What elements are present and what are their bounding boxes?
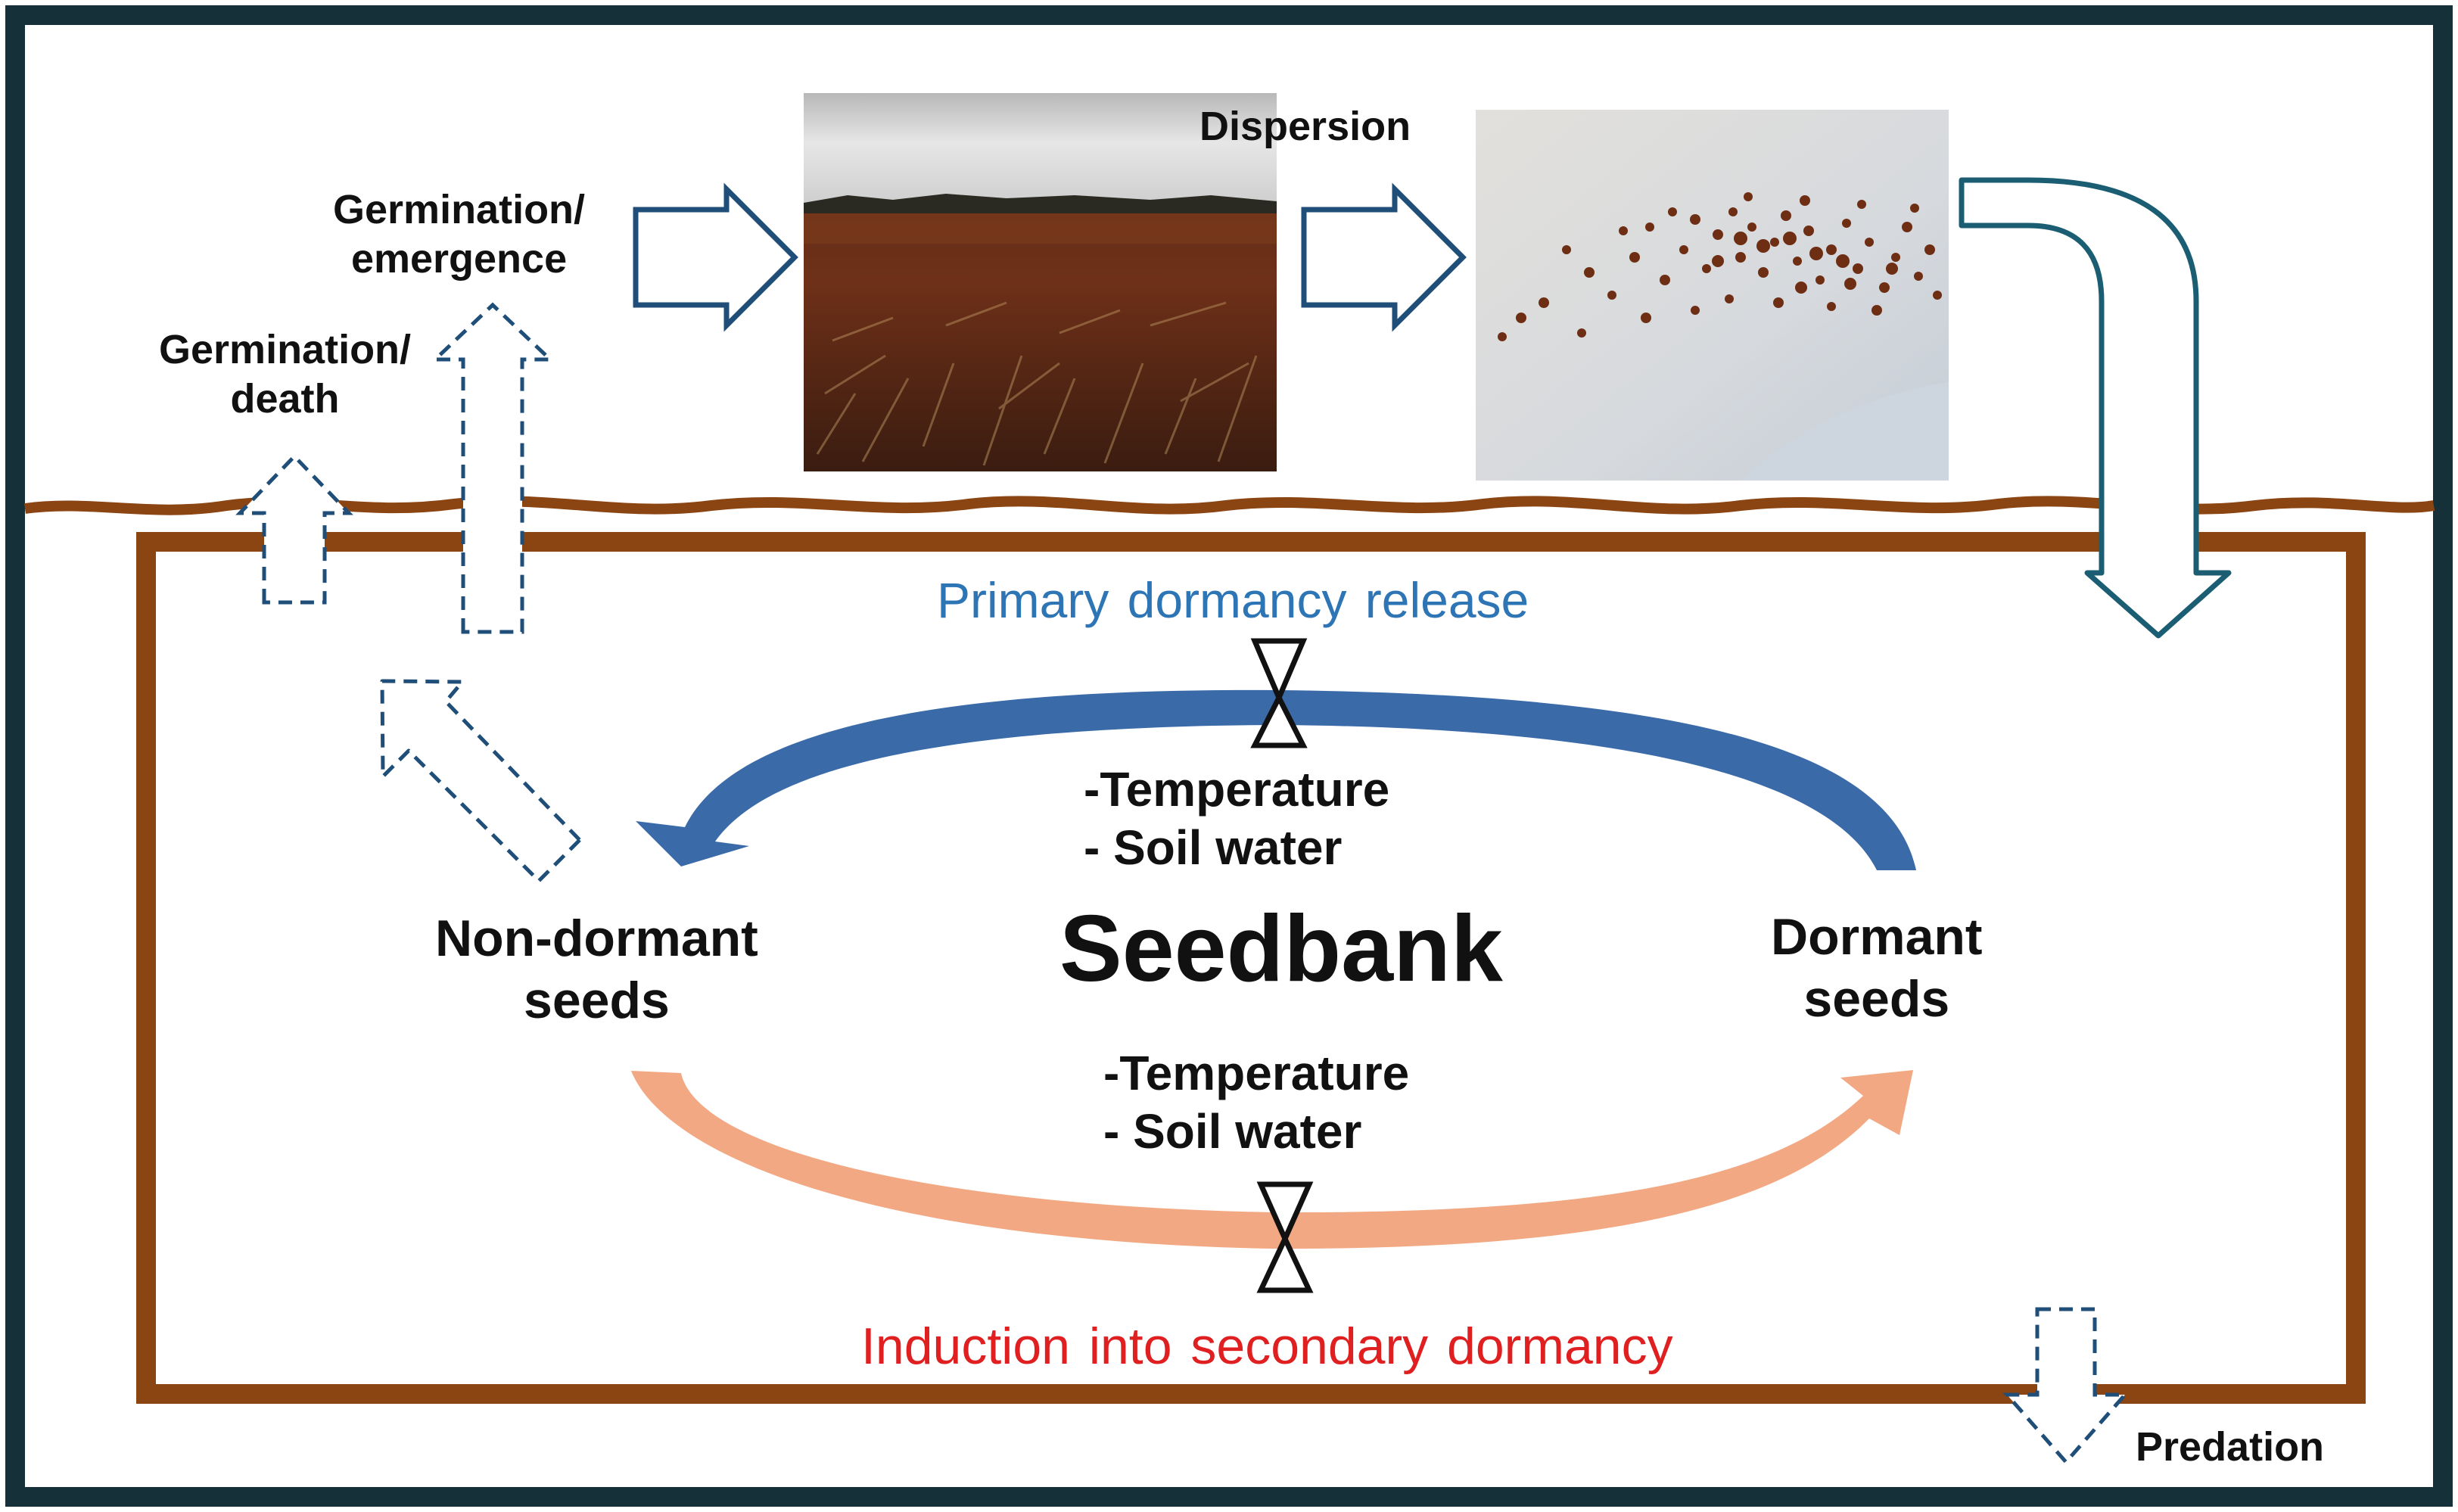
factors-top: -Temperature - Soil water <box>1084 761 1389 877</box>
germination-death-arrow <box>235 453 353 605</box>
arrow-to-seeds <box>1301 182 1467 332</box>
germination-death-line2: death <box>230 375 340 422</box>
seedbank-title: Seedbank <box>1059 897 1503 1001</box>
non-dormant-line1: Non-dormant <box>435 910 758 967</box>
germination-emergence-arrow <box>430 302 555 634</box>
dispersion-arrow <box>1959 177 2232 639</box>
predation-arrow <box>2002 1307 2130 1465</box>
predation-label: Predation <box>2136 1424 2325 1470</box>
dormant-line1: Dormant <box>1771 908 1983 966</box>
seeds-photo <box>1476 110 1949 481</box>
factors-bottom: -Temperature - Soil water <box>1103 1044 1409 1161</box>
field-photo <box>804 93 1277 471</box>
factor-bottom-temperature: -Temperature <box>1103 1046 1410 1100</box>
hourglass-bottom <box>1256 1181 1314 1293</box>
germination-emergence-line1: Germination/ <box>333 187 586 232</box>
exit-diagonal-arrow <box>380 679 582 883</box>
hourglass-top <box>1250 638 1308 748</box>
non-dormant-seeds-label: Non-dormant seeds <box>435 908 758 1031</box>
secondary-dormancy-label: Induction into secondary dormancy <box>861 1318 1673 1375</box>
primary-dormancy-release-label: Primary dormancy release <box>937 572 1529 628</box>
factor-top-soil-water: - Soil water <box>1084 820 1343 875</box>
soil-surface-line <box>24 496 2435 515</box>
dispersion-label: Dispersion <box>1199 104 1411 149</box>
germination-emergence-line2: emergence <box>350 235 568 282</box>
arrow-to-field <box>633 182 798 332</box>
seedbank-box <box>136 532 2366 1404</box>
factor-bottom-soil-water: - Soil water <box>1103 1103 1362 1159</box>
non-dormant-line2: seeds <box>524 971 670 1029</box>
factor-top-temperature: -Temperature <box>1084 762 1390 817</box>
germination-death-line1: Germination/ <box>159 327 412 372</box>
dormant-line2: seeds <box>1803 969 1950 1028</box>
germination-emergence-label: Germination/ emergence <box>333 185 585 284</box>
secondary-dormancy-arrow <box>631 1070 1913 1249</box>
germination-death-label: Germination/ death <box>159 325 411 424</box>
primary-dormancy-arrow <box>636 689 1916 870</box>
dormant-seeds-label: Dormant seeds <box>1771 907 1983 1030</box>
